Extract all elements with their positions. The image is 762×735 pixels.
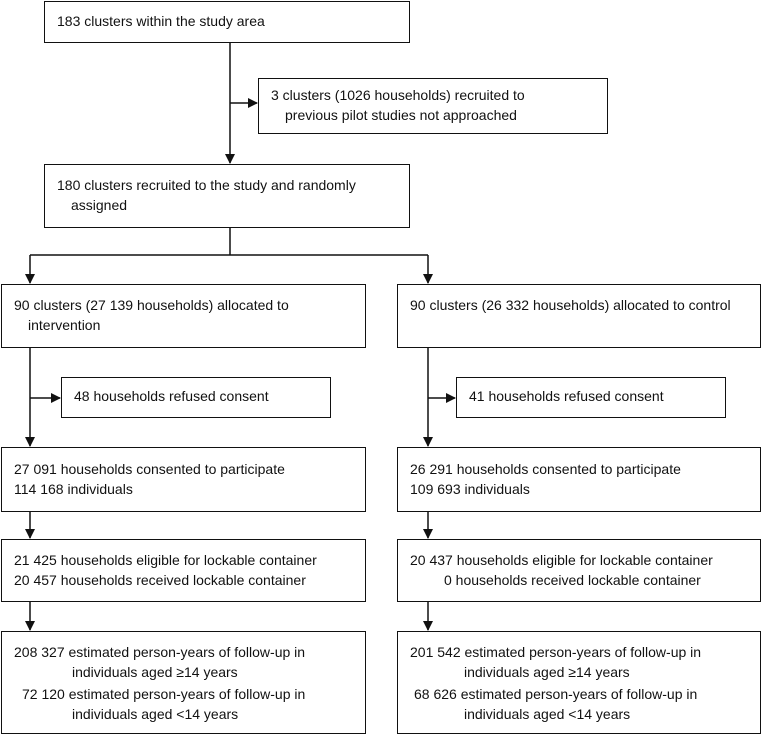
intervention-followup-line-1: 208 327 estimated person-years of follow… <box>14 644 306 660</box>
control-followup-line-3: 68 626 estimated person-years of follow-… <box>414 686 698 702</box>
randomised-line-2: assigned <box>71 197 128 213</box>
intervention-container-line-2: 20 457 households received lockable cont… <box>14 572 306 588</box>
control-allocated-line-1: 90 clusters (26 332 households) allocate… <box>410 297 731 313</box>
study-area-box: 183 clusters within the study area <box>44 1 410 43</box>
pilot-excluded-box: 3 clusters (1026 households) recruited t… <box>258 78 608 134</box>
intervention-allocated-line-1: 90 clusters (27 139 households) allocate… <box>14 297 289 313</box>
control-consented-line-2: 109 693 individuals <box>410 481 530 497</box>
randomised-box: 180 clusters recruited to the study and … <box>44 164 410 228</box>
intervention-allocated-box: 90 clusters (27 139 households) allocate… <box>1 284 366 348</box>
intervention-refused-box: 48 households refused consent <box>61 377 331 418</box>
control-followup-line-2: individuals aged ≥14 years <box>464 664 630 680</box>
pilot-excluded-line-1: 3 clusters (1026 households) recruited t… <box>271 87 525 103</box>
intervention-followup-box: 208 327 estimated person-years of follow… <box>1 631 366 734</box>
pilot-excluded-line-2: previous pilot studies not approached <box>285 107 517 123</box>
control-consented-line-1: 26 291 households consented to participa… <box>410 461 681 477</box>
study-area-text: 183 clusters within the study area <box>57 13 265 29</box>
control-allocated-box: 90 clusters (26 332 households) allocate… <box>397 284 761 348</box>
control-container-line-2: 0 households received lockable container <box>444 572 701 588</box>
intervention-consented-box: 27 091 households consented to participa… <box>1 447 366 512</box>
control-refused-text: 41 households refused consent <box>469 388 664 404</box>
control-followup-box: 201 542 estimated person-years of follow… <box>397 631 761 734</box>
intervention-consented-line-2: 114 168 individuals <box>14 481 133 497</box>
control-followup-line-4: individuals aged <14 years <box>464 706 631 722</box>
intervention-followup-line-2: individuals aged ≥14 years <box>72 664 238 680</box>
intervention-consented-line-1: 27 091 households consented to participa… <box>14 461 285 477</box>
intervention-followup-line-4: individuals aged <14 years <box>72 706 239 722</box>
control-consented-box: 26 291 households consented to participa… <box>397 447 761 512</box>
intervention-refused-text: 48 households refused consent <box>74 388 269 404</box>
intervention-allocated-line-2: intervention <box>28 317 101 333</box>
control-container-line-1: 20 437 households eligible for lockable … <box>410 552 713 568</box>
control-container-box: 20 437 households eligible for lockable … <box>397 539 761 602</box>
control-refused-box: 41 households refused consent <box>456 377 726 418</box>
control-followup-line-1: 201 542 estimated person-years of follow… <box>410 644 702 660</box>
randomised-line-1: 180 clusters recruited to the study and … <box>57 177 356 193</box>
intervention-followup-line-3: 72 120 estimated person-years of follow-… <box>22 686 306 702</box>
intervention-container-line-1: 21 425 households eligible for lockable … <box>14 552 317 568</box>
intervention-container-box: 21 425 households eligible for lockable … <box>1 539 366 602</box>
